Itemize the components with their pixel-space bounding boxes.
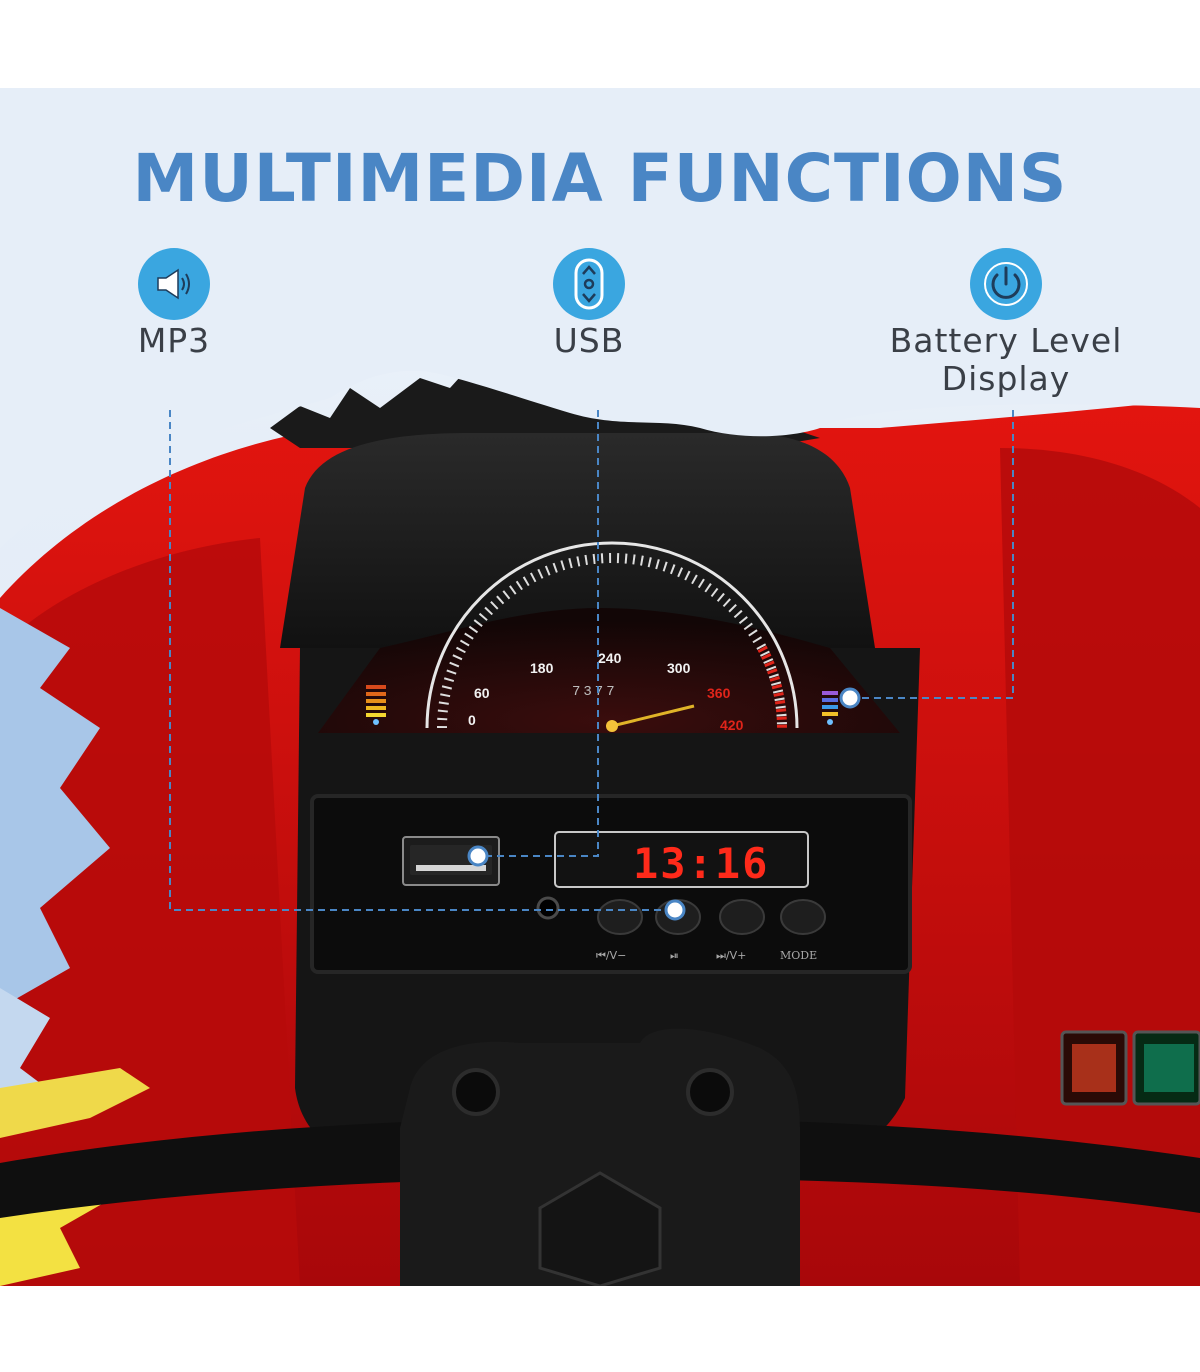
speed-tick-0: 0	[468, 712, 476, 728]
speaker-icon	[138, 248, 210, 320]
callout-lines	[169, 410, 1014, 911]
prev-button-label: ⏮/V−	[596, 949, 626, 962]
next-button	[719, 899, 765, 935]
speed-tick-240: 240	[598, 650, 622, 666]
feature-usb: USB	[489, 248, 689, 360]
play-button-label: ⏯	[670, 949, 679, 962]
mode-button-label: MODE	[780, 949, 817, 962]
clamp-bolt	[686, 1068, 734, 1116]
prev-button	[597, 899, 643, 935]
torn-edge-shape	[270, 366, 820, 448]
battery-level-meter	[822, 691, 838, 725]
feature-mp3: MP3	[74, 248, 274, 360]
speed-tick-300: 300	[667, 660, 691, 676]
power-icon	[970, 248, 1042, 320]
clock-display: 13:16	[554, 831, 809, 888]
product-banner: 0 60 180 240 300 360 420 7377	[0, 88, 1200, 1286]
feature-mp3-label: MP3	[137, 321, 211, 360]
speed-tick-180: 180	[530, 660, 554, 676]
left-level-meter	[366, 685, 386, 725]
usb-icon	[553, 248, 625, 320]
callout-dots	[467, 687, 861, 921]
feature-battery-level-label: Battery Level Display	[889, 321, 1123, 398]
speed-tick-60: 60	[474, 685, 490, 701]
hood-shape	[280, 433, 875, 648]
aux-jack	[536, 896, 560, 920]
page-title: MULTIMEDIA FUNCTIONS	[132, 140, 1068, 217]
clamp-bolt	[452, 1068, 500, 1116]
speedometer-panel	[318, 608, 900, 733]
mode-button	[780, 899, 826, 935]
speed-tick-420: 420	[720, 717, 744, 733]
yellow-shard-shape	[0, 1068, 150, 1138]
speed-tick-360: 360	[707, 685, 731, 701]
next-button-label: ⏭/V+	[716, 949, 746, 962]
feature-battery-level: Battery Level Display	[861, 248, 1151, 398]
feature-usb-label: USB	[553, 321, 625, 360]
blue-shard-shape	[0, 608, 110, 1008]
clock-readout: 13:16	[633, 839, 769, 888]
steering-hub	[538, 1171, 662, 1286]
speedometer-dial	[425, 541, 799, 732]
odometer-readout: 7377	[572, 684, 618, 700]
